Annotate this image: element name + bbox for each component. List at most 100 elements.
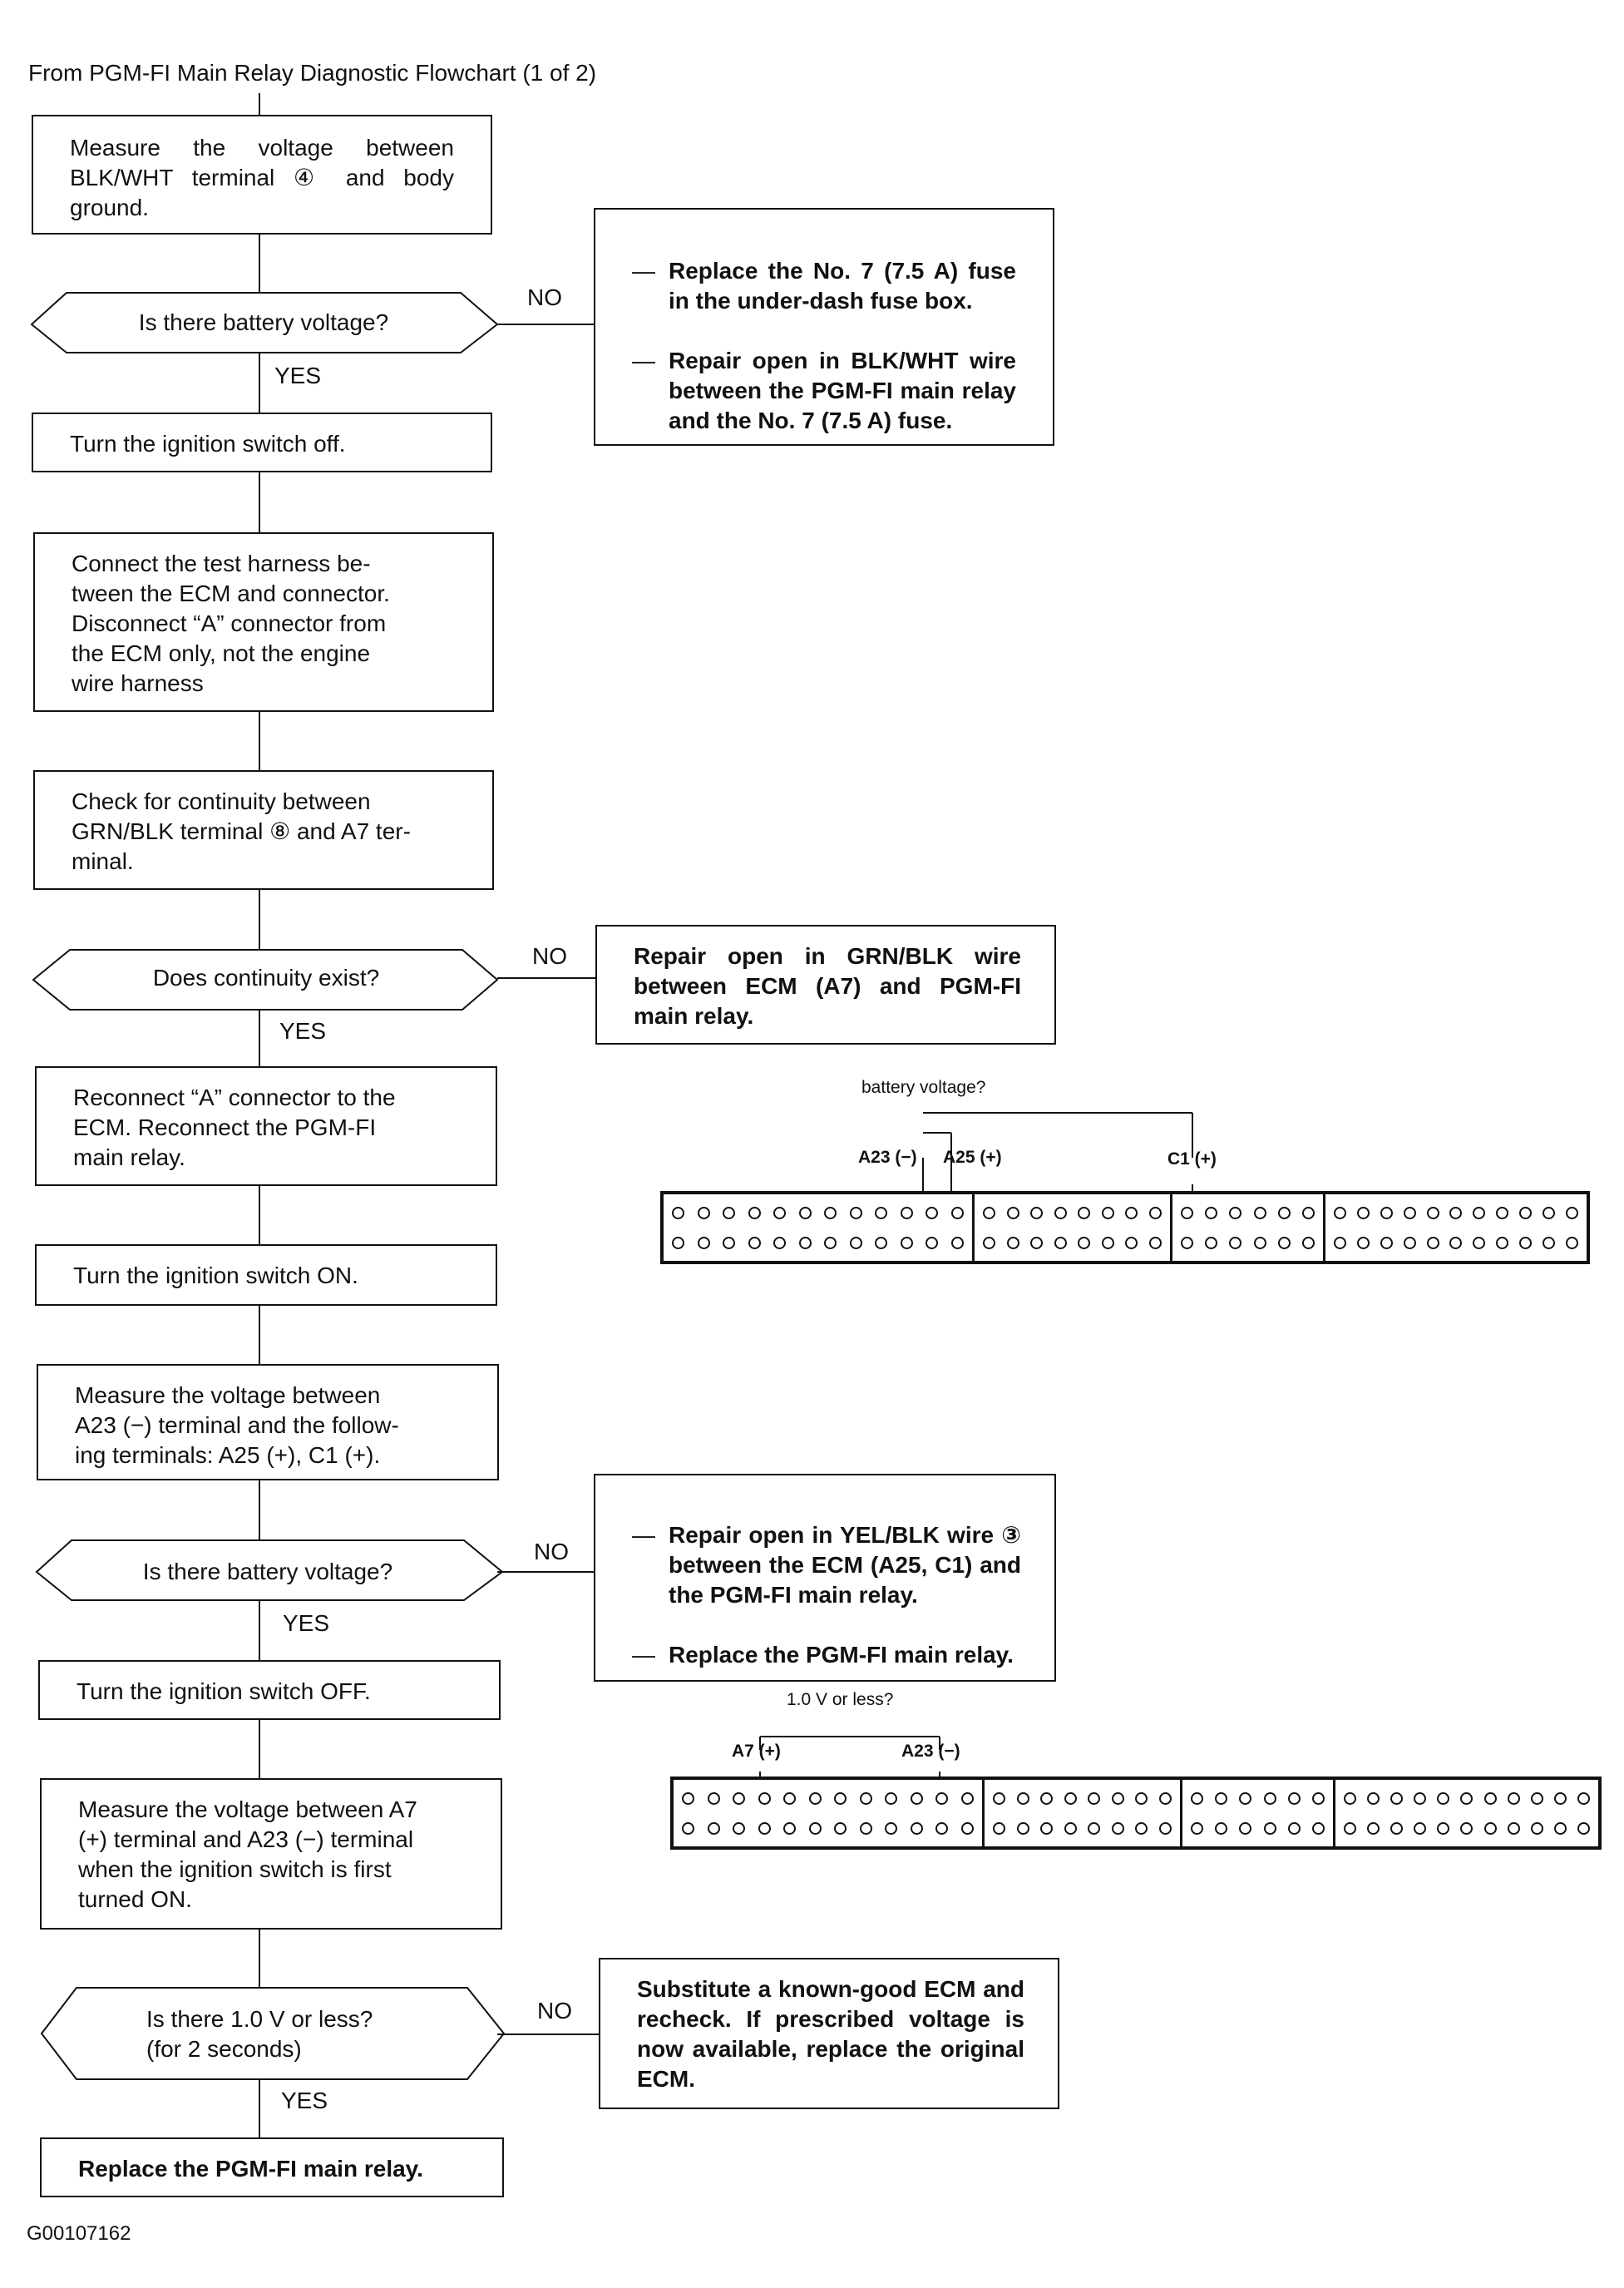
- connector-pin: [733, 1821, 746, 1835]
- connector-pin: [1030, 1206, 1044, 1219]
- connector-pin: [1334, 1236, 1346, 1249]
- connector-pin: [1205, 1236, 1218, 1249]
- connector-segment-a: [674, 1780, 985, 1846]
- yes-label: YES: [274, 363, 322, 388]
- step-ignition-on: Turn the ignition switch ON.: [35, 1244, 497, 1306]
- connector1-c1-label: C1 (+): [1167, 1149, 1217, 1169]
- connector-pin: [1101, 1206, 1114, 1219]
- connector-pin: [993, 1791, 1005, 1805]
- pin-row: [682, 1821, 974, 1835]
- connector-pin: [672, 1206, 684, 1219]
- connector-pin: [798, 1236, 812, 1249]
- connector-pin: [808, 1791, 822, 1805]
- connector-pin: [1519, 1206, 1533, 1219]
- connector-pin: [723, 1236, 736, 1249]
- connector-pin: [1390, 1791, 1404, 1805]
- connector-pin: [1507, 1791, 1520, 1805]
- ecm-connector-1: [660, 1191, 1590, 1264]
- connector-pin: [1437, 1821, 1450, 1835]
- connector1-a23-label: A23 (−): [858, 1148, 917, 1167]
- connector-pin: [935, 1791, 949, 1805]
- connector-pin: [1367, 1821, 1380, 1835]
- connector-pin: [910, 1791, 923, 1805]
- connector-pin: [1239, 1791, 1252, 1805]
- connector-pin: [1473, 1206, 1486, 1219]
- question-1v-or-less: Is there 1.0 V or less? (for 2 seconds): [146, 2006, 373, 2062]
- connector-segment-d: [1335, 1780, 1598, 1846]
- connector-pin: [1040, 1821, 1054, 1835]
- pin-row: [983, 1206, 1162, 1219]
- connector-pin: [1148, 1236, 1162, 1249]
- connector-pin: [1577, 1821, 1590, 1835]
- step-measure-a23: Measure the voltage between A23 (−) term…: [37, 1364, 499, 1480]
- step-text: Reconnect “A” connector to the ECM. Reco…: [73, 1085, 396, 1170]
- connector-segment-b: [975, 1194, 1172, 1261]
- connector-pin: [1507, 1821, 1520, 1835]
- result-item: Replace the PGM-FI main relay.: [632, 1640, 1021, 1670]
- pin-row: [682, 1791, 974, 1805]
- ecm-connector-2: [670, 1777, 1602, 1850]
- decision-shape: [32, 949, 499, 1011]
- connector-pin: [1158, 1821, 1172, 1835]
- connector-pin: [1287, 1791, 1301, 1805]
- connector-pin: [1403, 1236, 1416, 1249]
- connector-pin: [1263, 1821, 1276, 1835]
- connector-pin: [1356, 1236, 1370, 1249]
- connector-pin: [935, 1821, 949, 1835]
- connector-pin: [808, 1821, 822, 1835]
- connector-pin: [1403, 1206, 1416, 1219]
- connector-pin: [1519, 1236, 1533, 1249]
- result-ecm: Substitute a known-good ECM and recheck.…: [599, 1958, 1059, 2109]
- connector-pin: [697, 1206, 710, 1219]
- connector-pin: [1553, 1791, 1567, 1805]
- decision-shape: [30, 292, 499, 353]
- connector-pin: [926, 1206, 939, 1219]
- connector-pin: [875, 1236, 888, 1249]
- step-ignition-off: Turn the ignition switch off.: [32, 413, 492, 472]
- connector-pin: [834, 1821, 847, 1835]
- pin-row: [1334, 1236, 1578, 1249]
- connector-pin: [1016, 1821, 1029, 1835]
- step-replace-relay: Replace the PGM-FI main relay.: [40, 2137, 504, 2197]
- connector-pin: [1054, 1206, 1067, 1219]
- connector-pin: [1390, 1821, 1404, 1835]
- connector-pin: [1064, 1821, 1077, 1835]
- connector-pin: [859, 1821, 872, 1835]
- connector-pin: [1334, 1206, 1346, 1219]
- connector-pin: [834, 1791, 847, 1805]
- step-text: Measure the voltage between A7 (+) termi…: [78, 1796, 417, 1912]
- pin-row: [1191, 1821, 1325, 1835]
- connector-pin: [1543, 1236, 1556, 1249]
- connector-pin: [1205, 1206, 1218, 1219]
- connector-pin: [773, 1206, 787, 1219]
- result-item: Repair open in YEL/BLK wire ③ between th…: [632, 1520, 1021, 1610]
- connector-pin: [1078, 1206, 1091, 1219]
- connector-pin: [1426, 1206, 1439, 1219]
- no-label: NO: [527, 284, 562, 310]
- result-grn-blk: Repair open in GRN/BLK wire between ECM …: [595, 925, 1056, 1045]
- figure-code: G00107162: [27, 2222, 131, 2245]
- pin-row: [983, 1236, 1162, 1249]
- step-measure-a7: Measure the voltage between A7 (+) termi…: [40, 1778, 502, 1930]
- connector-pin: [1344, 1821, 1356, 1835]
- connector-pin: [960, 1821, 974, 1835]
- connector2-question: 1.0 V or less?: [787, 1690, 894, 1709]
- connector-pin: [1460, 1821, 1473, 1835]
- connector-pin: [1125, 1236, 1138, 1249]
- connector-pin: [773, 1236, 787, 1249]
- connector-pin: [1301, 1206, 1315, 1219]
- connector-pin: [1030, 1236, 1044, 1249]
- connector-pin: [1543, 1206, 1556, 1219]
- connector-pin: [1239, 1821, 1252, 1835]
- connector-pin: [983, 1206, 995, 1219]
- connector-pin: [1191, 1791, 1203, 1805]
- connector-pin: [758, 1791, 771, 1805]
- connector-pin: [1414, 1821, 1427, 1835]
- connector-pin: [900, 1236, 913, 1249]
- connector-pin: [697, 1236, 710, 1249]
- connector2-a23-label: A23 (−): [901, 1742, 960, 1761]
- no-label: NO: [534, 1539, 569, 1564]
- connector-pin: [1158, 1791, 1172, 1805]
- result-item: Repair open in BLK/WHT wire between the …: [632, 346, 1016, 436]
- connector-pin: [824, 1236, 837, 1249]
